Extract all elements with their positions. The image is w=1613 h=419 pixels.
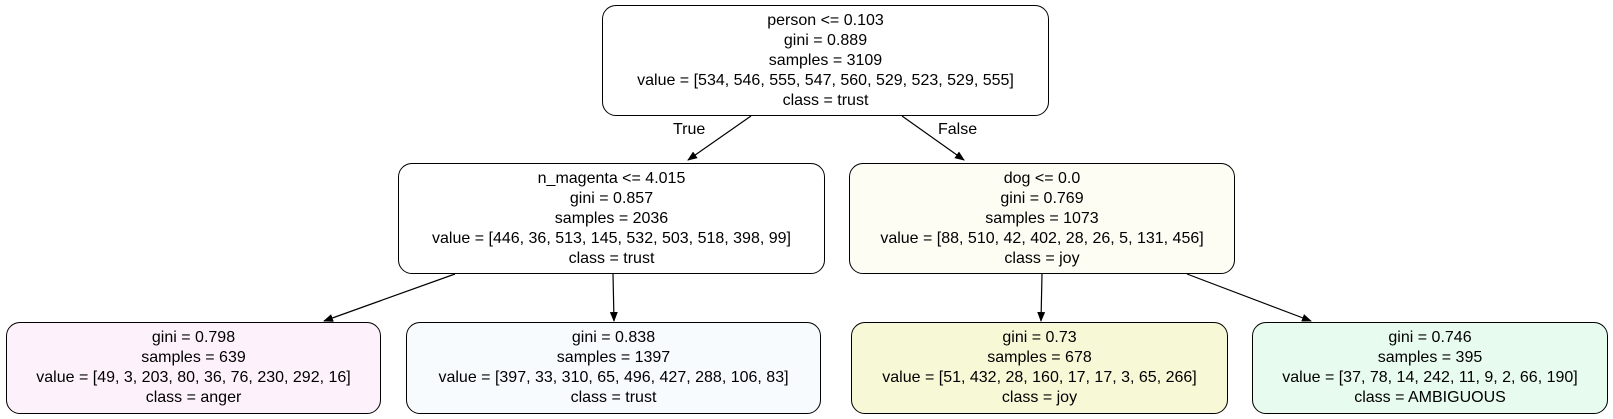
node-gini: gini = 0.769 <box>1000 189 1084 207</box>
tree-node-root: person <= 0.103 gini = 0.889 samples = 3… <box>602 5 1049 116</box>
tree-leaf-anger: gini = 0.798 samples = 639 value = [49, … <box>6 322 381 414</box>
node-value: value = [37, 78, 14, 242, 11, 9, 2, 66, … <box>1282 369 1578 386</box>
node-samples: samples = 1397 <box>556 349 671 366</box>
node-samples: samples = 1073 <box>985 209 1099 227</box>
node-condition: person <= 0.103 <box>767 11 884 29</box>
node-value: value = [397, 33, 310, 65, 496, 427, 288… <box>438 369 789 386</box>
node-gini: gini = 0.838 <box>571 329 656 346</box>
tree-leaf-trust: gini = 0.838 samples = 1397 value = [397… <box>406 322 821 414</box>
node-samples: samples = 3109 <box>768 51 883 69</box>
node-samples: samples = 639 <box>141 349 246 366</box>
node-value: value = [88, 510, 42, 402, 28, 26, 5, 13… <box>880 229 1204 247</box>
tree-node-right: dog <= 0.0 gini = 0.769 samples = 1073 v… <box>849 163 1235 274</box>
node-class: class = trust <box>570 389 657 406</box>
node-samples: samples = 2036 <box>554 209 669 227</box>
node-gini: gini = 0.746 <box>1388 329 1472 346</box>
edge-right-leaf-rr <box>1186 273 1312 322</box>
node-samples: samples = 678 <box>987 349 1092 366</box>
edge-label-false: False <box>938 121 978 138</box>
edge-root-left <box>687 115 752 161</box>
node-value: value = [534, 546, 555, 547, 560, 529, 5… <box>637 71 1014 89</box>
edge-left-leaf-lr <box>609 273 618 322</box>
edge-label-true: True <box>673 121 706 138</box>
node-condition: dog <= 0.0 <box>1003 169 1081 187</box>
tree-leaf-joy: gini = 0.73 samples = 678 value = [51, 4… <box>851 322 1228 414</box>
tree-leaf-ambiguous: gini = 0.746 samples = 395 value = [37, … <box>1252 322 1608 414</box>
node-class: class = anger <box>145 389 242 406</box>
node-gini: gini = 0.889 <box>783 31 868 49</box>
edge-root-right <box>901 115 965 161</box>
edge-left-leaf-ll <box>323 273 456 322</box>
node-class: class = trust <box>782 91 869 109</box>
node-samples: samples = 395 <box>1377 349 1483 366</box>
node-class: class = joy <box>1004 249 1080 267</box>
node-class: class = trust <box>568 249 655 267</box>
node-gini: gini = 0.857 <box>569 189 654 207</box>
node-condition: n_magenta <= 4.015 <box>537 169 686 187</box>
node-class: class = joy <box>1001 389 1078 406</box>
node-class: class = AMBIGUOUS <box>1354 389 1506 406</box>
node-value: value = [51, 432, 28, 160, 17, 17, 3, 65… <box>882 369 1197 386</box>
edge-right-leaf-rl <box>1037 273 1046 322</box>
node-value: value = [49, 3, 203, 80, 36, 76, 230, 29… <box>36 369 351 386</box>
node-value: value = [446, 36, 513, 145, 532, 503, 51… <box>432 229 791 247</box>
tree-node-left: n_magenta <= 4.015 gini = 0.857 samples … <box>398 163 825 274</box>
node-gini: gini = 0.73 <box>1002 329 1077 346</box>
node-gini: gini = 0.798 <box>151 329 236 346</box>
